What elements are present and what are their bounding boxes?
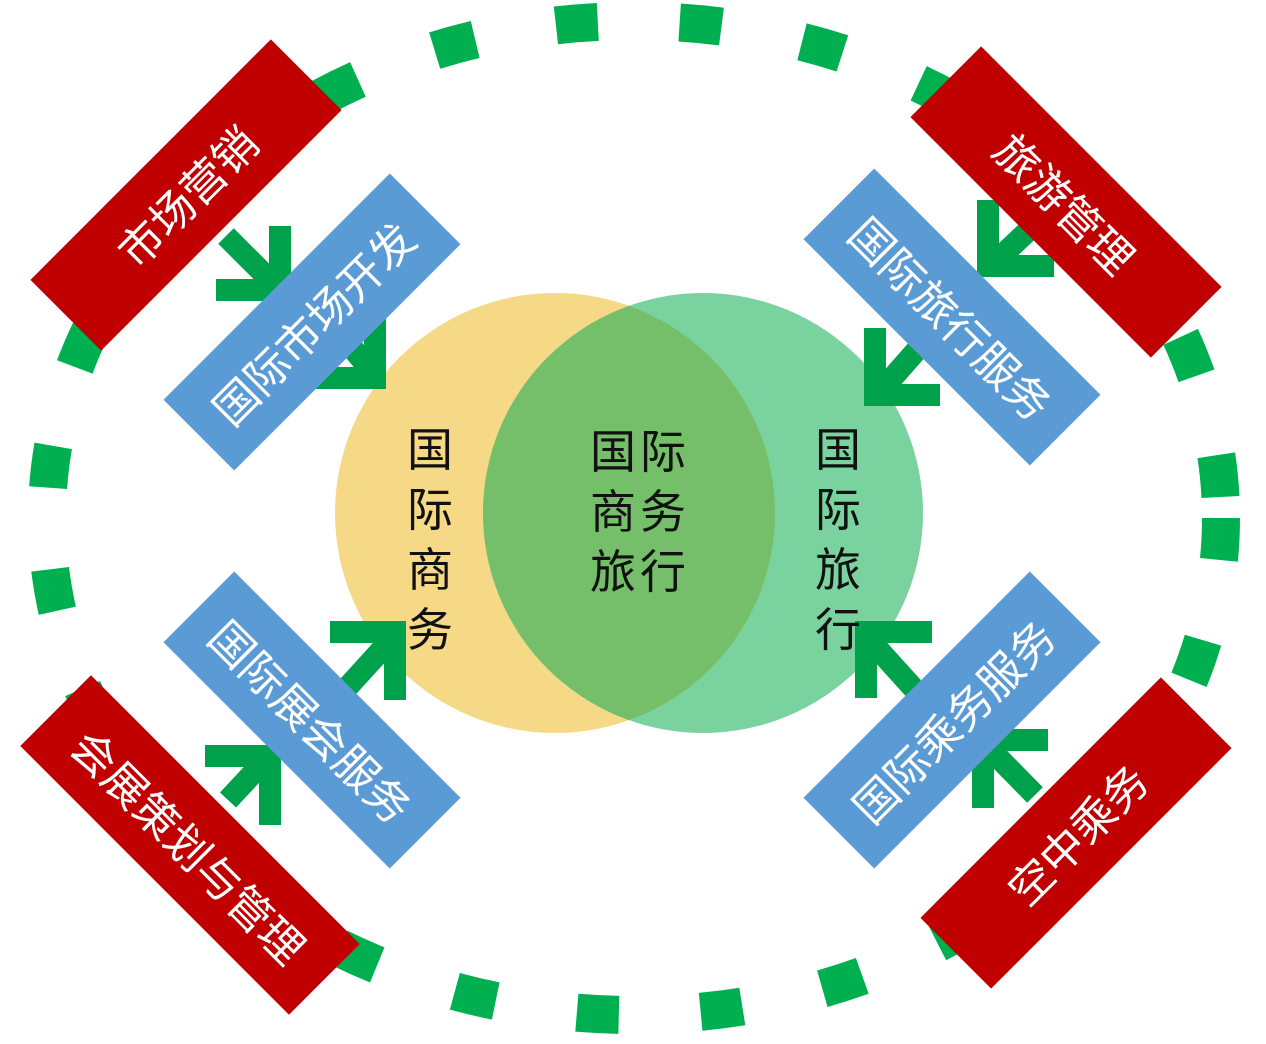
overlap-label-line2: 商务	[590, 485, 690, 539]
overlap-region	[483, 293, 775, 733]
left-circle-label: 国际商务	[407, 423, 453, 657]
arrow-expo-mgmt-to-service	[205, 745, 281, 825]
arrow-crew-to-travel	[855, 621, 932, 698]
arrow-expo-to-business	[330, 621, 406, 700]
dashed-ring	[28, 2, 1240, 1034]
overlap-label-line3: 旅行	[590, 545, 690, 599]
overlap-label-line1: 国际	[590, 425, 690, 479]
arrow-attendant-to-crew	[972, 729, 1048, 808]
arrow-market-to-dev	[216, 226, 291, 301]
right-circle-label: 国际旅行	[815, 423, 861, 657]
